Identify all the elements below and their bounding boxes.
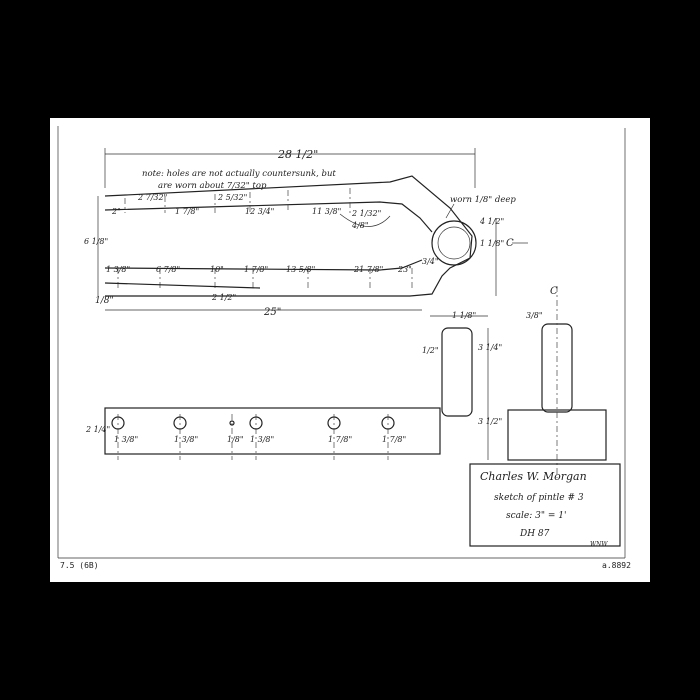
eye-radius: 3/4" xyxy=(422,257,439,266)
pintle-drawing: 28 1/2" note: holes are not actually cou… xyxy=(57,126,631,570)
pin-eye-hole xyxy=(431,220,477,266)
end-offset: 3/8" xyxy=(526,311,543,320)
strap-plan xyxy=(104,407,441,455)
plan-holes xyxy=(111,416,395,430)
lower-dim-2: 6 7/8" xyxy=(156,265,180,274)
upper-dim-1: 2" xyxy=(111,207,121,216)
lower-dim-5: 13 5/8" xyxy=(286,265,315,274)
plan-hole-4: 1 3/8" xyxy=(250,435,274,444)
plan-hole-2: 1 3/8" xyxy=(174,435,198,444)
lower-dim-6: 21 7/8" xyxy=(353,265,383,274)
lower-overall-length: 25" xyxy=(263,307,281,318)
worn-leader xyxy=(445,203,455,219)
title-line-3: scale: 3" = 1' xyxy=(506,511,566,521)
pintle-top-width: 1 1/8" xyxy=(452,311,476,320)
plan-hole-1: 1 3/8" xyxy=(114,435,138,444)
plan-hole-5: 1 7/8" xyxy=(328,435,352,444)
plan-hole-3: 1/8" xyxy=(227,435,244,444)
lower-bevel: 1/8" xyxy=(95,296,114,306)
title-line-4: DH 87 xyxy=(519,529,550,539)
pintle-base-height: 3 1/2" xyxy=(478,417,502,426)
upper-hole-centers xyxy=(124,188,351,213)
lower-dim-4: 1 7/8" xyxy=(244,265,268,274)
upper-dim-3: 1 7/8" xyxy=(175,207,199,216)
plan-width: 2 1/4" xyxy=(85,425,110,434)
title-line-2: sketch of pintle # 3 xyxy=(494,493,584,503)
title-initials: WNW xyxy=(590,541,608,548)
upper-dim-4: 2 5/32" xyxy=(217,193,247,202)
upper-dim-2: 2 7/32" xyxy=(137,193,167,202)
upper-dim-5: 12 3/4" xyxy=(245,207,274,216)
heel-note: 2 1/2" xyxy=(211,293,236,302)
lower-hole-centers xyxy=(117,268,413,288)
lower-dim-1: 1 3/8" xyxy=(106,265,130,274)
worn-note: worn 1/8" deep xyxy=(450,195,516,205)
pintle-clearance: 1/2" xyxy=(422,346,439,355)
countersunk-note-2: are worn about 7/32" top xyxy=(158,181,267,191)
pintle-pin-height: 3 1/4" xyxy=(478,343,502,352)
overall-length-label: 28 1/2" xyxy=(277,148,318,161)
pintle-pin-side xyxy=(441,327,473,417)
drawing-sheet: 28 1/2" note: holes are not actually cou… xyxy=(50,118,650,582)
sheet-label-left: 7.5 (6B) xyxy=(60,561,99,570)
upper-offset: 4 1/2" xyxy=(479,217,504,226)
eye-height: 1 1/8" xyxy=(480,239,504,248)
upper-dim-7: 2 1/32" xyxy=(351,209,381,218)
title-line-1: Charles W. Morgan xyxy=(480,470,587,483)
total-height: 6 1/8" xyxy=(84,237,108,246)
lower-dim-7: 23" xyxy=(397,265,412,274)
countersunk-note: note: holes are not actually countersunk… xyxy=(142,169,336,179)
title-block xyxy=(469,463,621,547)
end-center-mark: C xyxy=(550,286,558,297)
lower-dim-3: 10" xyxy=(210,265,224,274)
lower-arm-upper-edge xyxy=(104,259,423,271)
pin-eye-inner xyxy=(437,226,471,260)
sheet-label-right: a.8892 xyxy=(602,561,631,570)
plan-hole-centers xyxy=(117,414,389,460)
plan-hole-6: 1 7/8" xyxy=(382,435,406,444)
lower-taper-line xyxy=(104,282,261,289)
side-center-mark: C xyxy=(506,238,514,249)
upper-dim-6: 11 3/8" xyxy=(312,207,341,216)
taper-arc xyxy=(339,213,391,227)
